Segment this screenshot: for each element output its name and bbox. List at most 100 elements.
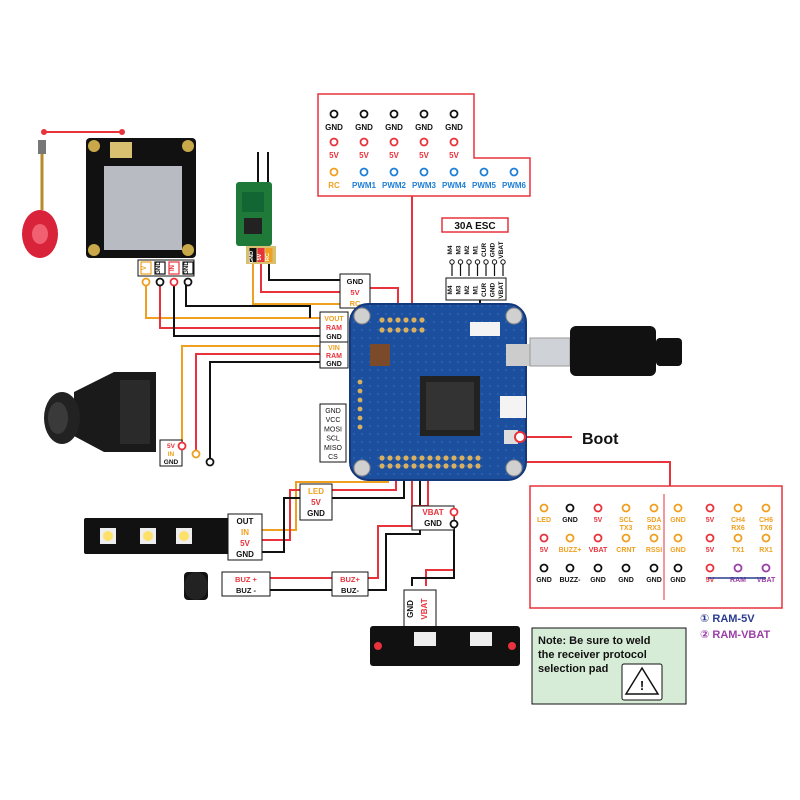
pin-table-label: 5V: [706, 577, 715, 584]
led-strip-label: GND: [236, 550, 254, 559]
pwm-gnd-label: GND: [415, 123, 433, 132]
camera-pin-dot: [205, 457, 215, 467]
pin-table-label: GND: [646, 577, 662, 584]
pwm-signal-pin: [509, 167, 519, 177]
esc-bottom-label: M4: [447, 285, 454, 294]
pwm-signal-label: PWM3: [412, 181, 437, 190]
buzzer-fc-label: BUZ-: [341, 586, 359, 595]
esc-bottom-label: CUR: [481, 283, 488, 297]
pin-table-dot: [565, 503, 575, 513]
note-line-3: selection pad: [538, 663, 608, 675]
wire-led-5v: [262, 466, 397, 541]
pin-table-label: CH4: [731, 517, 745, 524]
wire-vtx-gnd: [173, 282, 320, 337]
pin-table-label: BUZZ+: [559, 547, 582, 554]
spi-label: CS: [328, 454, 338, 461]
pwm-signal-pin: [479, 167, 489, 177]
spi-label: GND: [325, 408, 341, 415]
pwm-gnd-label: GND: [385, 123, 403, 132]
pin-table-label: GND: [590, 577, 606, 584]
pin-table-label: RAM: [730, 577, 746, 584]
pdb-label: GND: [406, 600, 415, 618]
pin-table-label: RX1: [759, 547, 773, 554]
pin-table-label: CH6: [759, 517, 773, 524]
pin-table-dot: [649, 533, 659, 543]
vtx-pin-label: GND: [156, 261, 162, 275]
pwm-5v-label: 5V: [359, 151, 369, 160]
pwm-5v-label: 5V: [329, 151, 339, 160]
pin-table-dot: [733, 533, 743, 543]
esc-top-label: M2: [464, 245, 471, 254]
esc-bottom-label: GND: [490, 282, 497, 297]
pwm-5v-label: 5V: [449, 151, 459, 160]
vbat-label: VBAT: [422, 508, 443, 517]
buzzer: BUZ +BUZ -: [184, 571, 271, 600]
spi-label: MOSI: [324, 426, 342, 433]
wire-vtx-gnd2: [185, 282, 311, 318]
pin-table-label: VBAT: [589, 547, 608, 554]
wire-cam-5v: [181, 345, 320, 446]
esc-top-label: GND: [490, 242, 497, 257]
pin-table-label: CRNT: [616, 547, 636, 554]
buzzer-fc-labels: BUZ+ BUZ-: [331, 571, 369, 597]
vtx-fc-label: VOUT: [324, 316, 344, 323]
pdb-label: VBAT: [420, 598, 429, 619]
spi-label: SCL: [326, 436, 340, 443]
esc-top-label: CUR: [481, 243, 488, 257]
pin-table-dot: [649, 563, 659, 573]
buzzer-fc-label: BUZ+: [340, 575, 360, 584]
power-distribution-board: GND VBAT: [370, 589, 520, 666]
pin-table-dot: [673, 563, 683, 573]
pin-table-label: 5V: [594, 517, 603, 524]
receiver-fc-label: RC: [350, 299, 361, 308]
pin-table-label: GND: [670, 547, 686, 554]
boot-label: Boot: [582, 431, 619, 448]
pin-table-dot: [673, 503, 683, 513]
led-fc-label: LED: [308, 487, 324, 496]
spi-label: MISO: [324, 445, 342, 452]
pwm-gnd-pin: [359, 109, 369, 119]
pin-table-dot: [733, 503, 743, 513]
led-fc-label: 5V: [311, 498, 321, 507]
pwm-gnd-pin: [419, 109, 429, 119]
legend-ramvbat: ② RAM-VBAT: [700, 629, 770, 641]
pwm-5v-pin: [449, 137, 459, 147]
pin-table-label: GND: [670, 577, 686, 584]
flight-controller: [349, 303, 530, 481]
pin-table-label: SCL: [619, 517, 634, 524]
gnd-dot: [449, 519, 459, 529]
wire-vtx-in: [159, 282, 320, 329]
boot-marker: Boot: [514, 431, 619, 448]
pwm-signal-pin: [449, 167, 459, 177]
camera-fc-label: VIN: [328, 345, 340, 352]
wire-vtx-v: [145, 282, 320, 319]
pwm-5v-label: 5V: [419, 151, 429, 160]
wire-gnd-pdb: [411, 524, 455, 586]
pin-table-dot: [593, 503, 603, 513]
led-strip-label: OUT: [237, 517, 254, 526]
pin-table-label: TX6: [760, 525, 773, 532]
pwm-gnd-pin: [329, 109, 339, 119]
pin-table-dot: [673, 533, 683, 543]
pin-table-dot: [539, 503, 549, 513]
vtx-pin-label: GND: [184, 261, 190, 275]
legend: ① RAM-5V ② RAM-VBAT: [700, 613, 770, 641]
vbat-dot: [449, 507, 459, 517]
camera-pin-label: GND: [164, 459, 179, 466]
led-strip-label: 5V: [240, 539, 250, 548]
pwm-gnd-label: GND: [355, 123, 373, 132]
pin-table-dot: [539, 533, 549, 543]
pwm-signal-pin: [389, 167, 399, 177]
wire-rx-rc: [252, 262, 340, 305]
pin-table-dot: [565, 533, 575, 543]
receiver-fc-label: 5V: [350, 288, 359, 297]
